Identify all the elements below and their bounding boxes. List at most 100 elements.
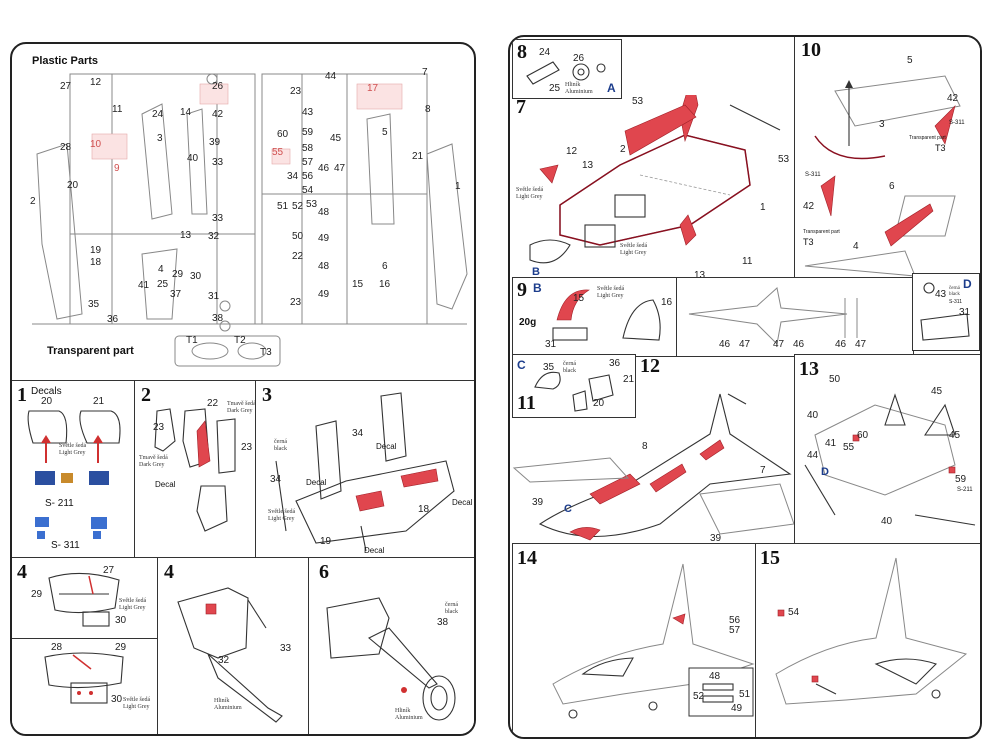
- sprue-number: 47: [334, 163, 346, 174]
- step-10-panel: 10 5 42 3 42 6 4 S-311 S-311 T3 T3 Trans…: [794, 37, 980, 280]
- paint-callout: Světle šedá Light Grey: [268, 509, 296, 522]
- paint-callout: Hliník Aluminium: [214, 698, 242, 711]
- step-7-area: 7 53 2 12 13 53 1 11 13 Světle šedá Ligh…: [510, 95, 795, 281]
- step-number: 14: [517, 547, 537, 569]
- part-number: 32: [218, 655, 230, 666]
- part-number: 40: [881, 516, 893, 527]
- step-number: 4: [17, 561, 27, 583]
- wing-plan-panel: 46 47 47 46 46 47: [676, 277, 914, 357]
- sprue-number: 39: [209, 137, 221, 148]
- step-13-panel: 13 50 45 40 41 55 60 44 45 59 40 D S-211: [794, 354, 980, 546]
- decal-label: Decal: [306, 478, 327, 487]
- part-number: 56: [729, 615, 741, 626]
- sprue-number: 19: [90, 245, 102, 256]
- sub-step-label: A: [607, 81, 616, 95]
- part-number: 31: [959, 307, 971, 318]
- part-number: 47: [773, 339, 785, 350]
- sprue-number: 24: [152, 109, 164, 120]
- paint-callout: černá black: [445, 602, 458, 615]
- step-number: 2: [141, 384, 151, 406]
- sprue-number: 60: [277, 129, 289, 140]
- paint-callout: černá black: [274, 439, 287, 452]
- part-number: 20: [41, 396, 53, 407]
- sprue-number: 21: [412, 151, 424, 162]
- sprue-drawing: [32, 73, 468, 367]
- part-number: 54: [788, 607, 800, 618]
- sub-step-label: D: [963, 277, 972, 291]
- transparent-part-number: T3: [260, 347, 272, 358]
- sprue-number: 9: [114, 163, 120, 174]
- part-number: 52: [693, 691, 705, 702]
- part-number: 46: [719, 339, 731, 350]
- step-5-panel: 4 33 32 Hliník Aluminium: [157, 557, 311, 734]
- sprue-number: 6: [382, 261, 388, 272]
- sprue-number: 31: [208, 291, 220, 302]
- step-2-panel: 2 22 23 23 Tmavě šedá Dark Grey Tmavě še…: [134, 380, 258, 560]
- part-number: 49: [731, 703, 743, 714]
- transparent-part-number: T2: [234, 335, 246, 346]
- step-1-panel: 1 Decals 20 21 Světle šedá Light Grey S-…: [12, 380, 137, 560]
- part-number: 21: [623, 374, 635, 385]
- step-number: 13: [799, 358, 819, 380]
- step-number: 1: [17, 384, 27, 406]
- part-number: 24: [539, 47, 551, 58]
- paint-callout: Světle šedá Light Grey: [620, 243, 648, 256]
- part-number: 55: [843, 442, 855, 453]
- part-number: 22: [207, 398, 219, 409]
- sprue-number: 41: [138, 280, 150, 291]
- sprue-number: 5: [382, 127, 388, 138]
- step-14-panel: 14 56 57 48 52 51 49: [512, 543, 758, 737]
- part-number: 40: [807, 410, 819, 421]
- part-number: 57: [729, 625, 741, 636]
- decal-label: S-211: [957, 487, 973, 493]
- part-number: 47: [739, 339, 751, 350]
- part-number: 44: [807, 450, 819, 461]
- paint-callout: Tmavě šedá Dark Grey: [139, 455, 168, 468]
- sprue-number: 36: [107, 314, 119, 325]
- decal-label: S-311: [949, 299, 962, 305]
- sprue-number: 43: [302, 107, 314, 118]
- step-number: 10: [801, 39, 821, 61]
- part-number: 30: [111, 694, 123, 705]
- part-number: 34: [352, 428, 364, 439]
- part-number: 42: [803, 201, 815, 212]
- paint-callout: Světle šedá Light Grey: [119, 598, 147, 611]
- sprue-number: 46: [318, 163, 330, 174]
- part-number: 2: [620, 144, 626, 155]
- part-number: 30: [115, 615, 127, 626]
- part-number: 48: [709, 671, 721, 682]
- transparent-part-caption: Transparent part: [803, 229, 840, 235]
- sprue-number: 38: [212, 313, 224, 324]
- sprue-number: 3: [157, 133, 163, 144]
- part-number: 60: [857, 430, 869, 441]
- paint-callout: Světle šedá Light Grey: [597, 286, 625, 299]
- sub-step-label: C: [517, 358, 526, 372]
- plastic-parts-section: Plastic Parts: [12, 44, 474, 379]
- part-number: 28: [51, 642, 63, 653]
- transparent-part-label: T3: [935, 143, 946, 153]
- paint-callout: Hliník Aluminium: [565, 82, 593, 95]
- sprue-number: 40: [187, 153, 199, 164]
- sprue-number: 56: [302, 171, 314, 182]
- part-number: 43: [935, 289, 947, 300]
- sprue-number: 8: [425, 104, 431, 115]
- step-title: Decals: [31, 386, 62, 397]
- part-number: 38: [437, 617, 449, 628]
- sprue-number: 1: [455, 181, 461, 192]
- sprue-number: 34: [287, 171, 299, 182]
- sprue-number: 54: [302, 185, 314, 196]
- part-number: 11: [742, 256, 753, 267]
- decal-label: Decal: [155, 480, 176, 489]
- step-number: 12: [640, 355, 660, 377]
- part-number: 12: [566, 146, 578, 157]
- paint-callout: Světle šedá Light Grey: [123, 697, 151, 710]
- sub-step-label: D: [821, 466, 829, 478]
- part-number: 8: [642, 441, 648, 452]
- step-11-panel: C 11 35 36 21 20 černá black: [512, 354, 636, 418]
- part-number: 39: [532, 497, 544, 508]
- sprue-number: 13: [180, 230, 192, 241]
- part-number: 45: [949, 430, 961, 441]
- part-number: 25: [549, 83, 561, 94]
- sprue-number: 10: [90, 139, 102, 150]
- sprue-number: 14: [180, 107, 192, 118]
